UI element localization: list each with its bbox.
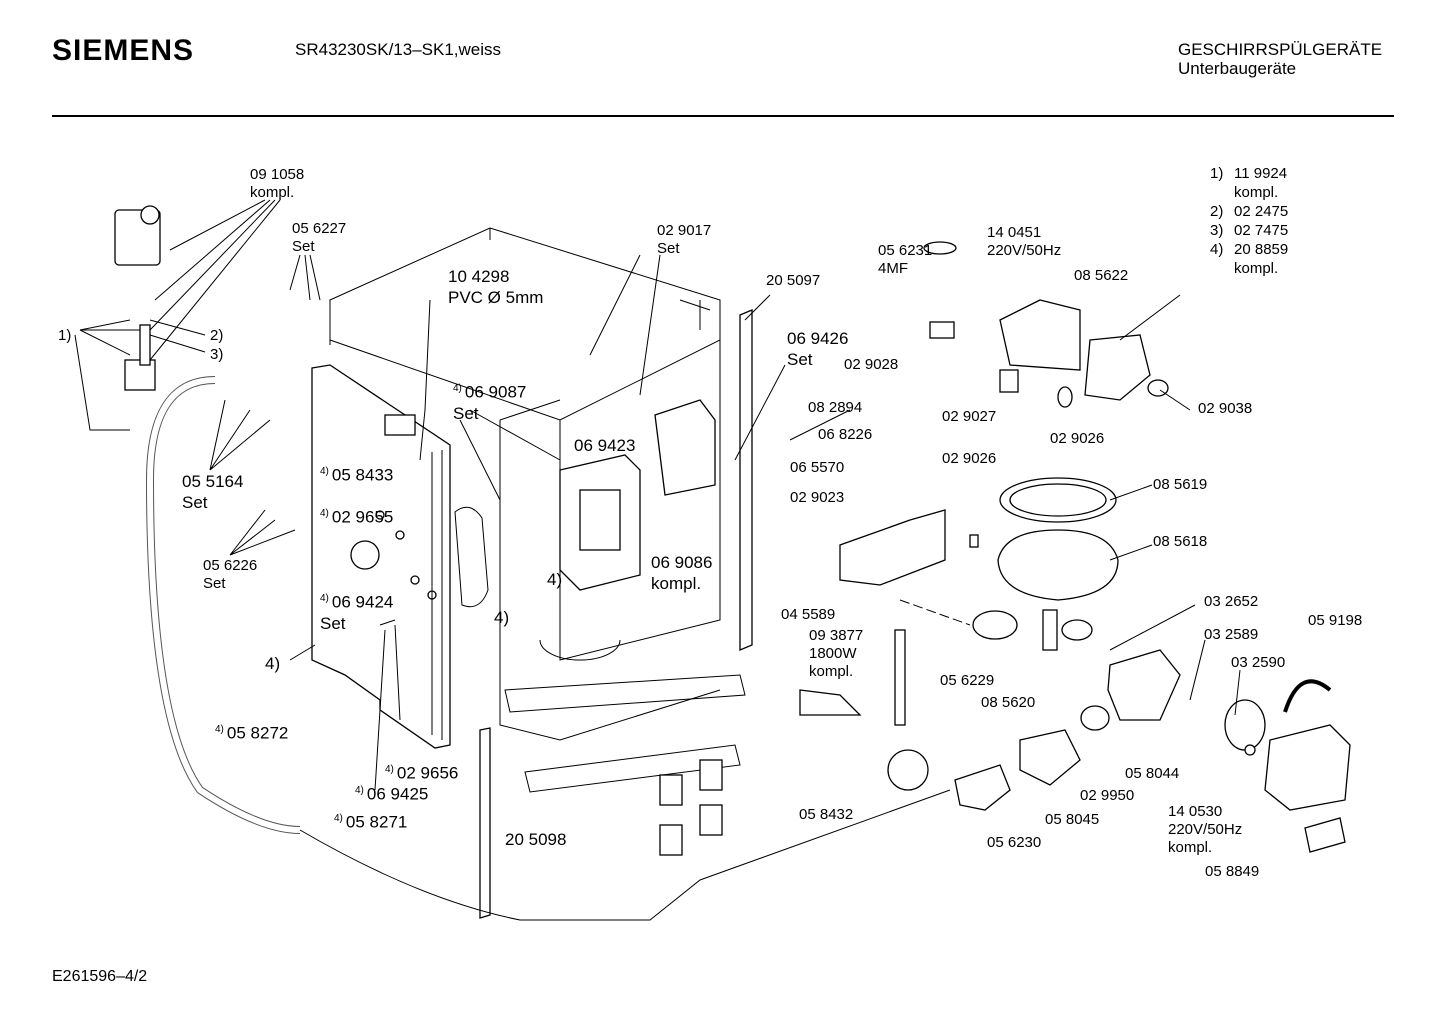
part-label: 05 8849 <box>1205 863 1260 880</box>
note-row: 4) 20 8859 <box>1210 240 1288 259</box>
part-label: 02 9028 <box>844 356 899 373</box>
part-label: 05 6230 <box>987 834 1042 851</box>
part-label: 05 9198 <box>1308 612 1363 629</box>
note-key: 3) <box>1210 222 1224 239</box>
part-label: 4)05 8271 <box>334 812 408 832</box>
part-label: 4)05 8433 <box>320 465 394 485</box>
model-number: SR43230SK/13–SK1,weiss <box>295 40 502 59</box>
door-seal <box>454 506 489 608</box>
note-key: 2) <box>1210 203 1224 220</box>
door-panel <box>311 364 451 749</box>
inlet-hose-inner <box>146 377 301 833</box>
part-label: 05 8044 <box>1125 765 1180 782</box>
note-key: 1) <box>1210 165 1224 182</box>
part-label: 08 5620 <box>981 694 1036 711</box>
category-line-2: Unterbaugeräte <box>1178 59 1297 78</box>
part-label: 4)02 9655 <box>320 507 394 527</box>
part-label: 05 8045 <box>1045 811 1100 828</box>
note-value: 20 8859 <box>1234 241 1289 258</box>
part-label: 02 9026 <box>942 450 997 467</box>
part-label: 4) <box>547 570 563 589</box>
brand-logo: SIEMENS <box>52 34 195 67</box>
reference-notes: 1) 11 9924 kompl. 2) 02 2475 3) 02 7475 4) 2… <box>1210 164 1288 278</box>
dispenser-assembly <box>559 399 716 591</box>
part-label: 4)02 9656 <box>385 763 459 783</box>
category-title: GESCHIRRSPÜLGERÄTE Unterbaugeräte <box>1178 40 1382 78</box>
part-label: 20 5097 <box>766 272 821 289</box>
note-value: 11 9924 <box>1234 165 1288 182</box>
part-label: 08 2894 <box>808 399 863 416</box>
part-label: 02 9950 <box>1080 787 1135 804</box>
part-label: 02 9027 <box>942 408 997 425</box>
part-label: 4) <box>494 608 510 627</box>
note-extra: kompl. <box>1234 260 1279 277</box>
note-extra: kompl. <box>1234 184 1279 201</box>
part-label: 06 8226 <box>818 426 873 443</box>
part-label: 04 5589 <box>781 606 836 623</box>
wiring-connectors <box>659 759 723 856</box>
part-label: 06 5570 <box>790 459 845 476</box>
part-label: 2) <box>210 327 224 344</box>
part-label: 06 9423 <box>574 436 636 455</box>
part-label: 3) <box>210 346 224 363</box>
part-label: 08 5618 <box>1153 533 1208 550</box>
note-row: kompl. <box>1210 259 1288 278</box>
part-label: 03 2652 <box>1204 593 1259 610</box>
note-row: 1) 11 9924 <box>1210 164 1288 183</box>
part-label: 05 8432 <box>799 806 854 823</box>
part-label: 03 2589 <box>1204 626 1259 643</box>
part-label: 02 9038 <box>1198 400 1253 417</box>
document-code: E261596–4/2 <box>52 968 148 985</box>
side-rail <box>739 309 753 651</box>
category-line-1: GESCHIRRSPÜLGERÄTE <box>1178 40 1383 59</box>
part-label: 20 5098 <box>505 830 567 849</box>
part-label: 08 5619 <box>1153 476 1208 493</box>
note-row: 3) 02 7475 <box>1210 221 1288 240</box>
note-row: 2) 02 2475 <box>1210 202 1288 221</box>
part-label: 05 6229 <box>940 672 995 689</box>
note-key: 4) <box>1210 241 1224 258</box>
part-label: 02 9023 <box>790 489 845 506</box>
note-row: kompl. <box>1210 183 1288 202</box>
part-label: 03 2590 <box>1231 654 1286 671</box>
part-label: 4)06 9425 <box>355 784 429 804</box>
part-label: 4) <box>265 654 281 673</box>
part-label: 08 5622 <box>1074 267 1129 284</box>
note-value: 02 2475 <box>1234 203 1289 220</box>
bottom-rail <box>479 727 491 919</box>
header-divider <box>52 115 1394 117</box>
tub-body <box>329 227 746 793</box>
part-label: 4)05 8272 <box>215 723 289 743</box>
note-value: 02 7475 <box>1234 222 1289 239</box>
water-inlet-valve <box>114 205 161 391</box>
pump-assembly <box>799 241 1351 853</box>
leader-lines <box>74 199 1241 921</box>
part-label: 02 9026 <box>1050 430 1105 447</box>
part-label: 1) <box>58 327 72 344</box>
